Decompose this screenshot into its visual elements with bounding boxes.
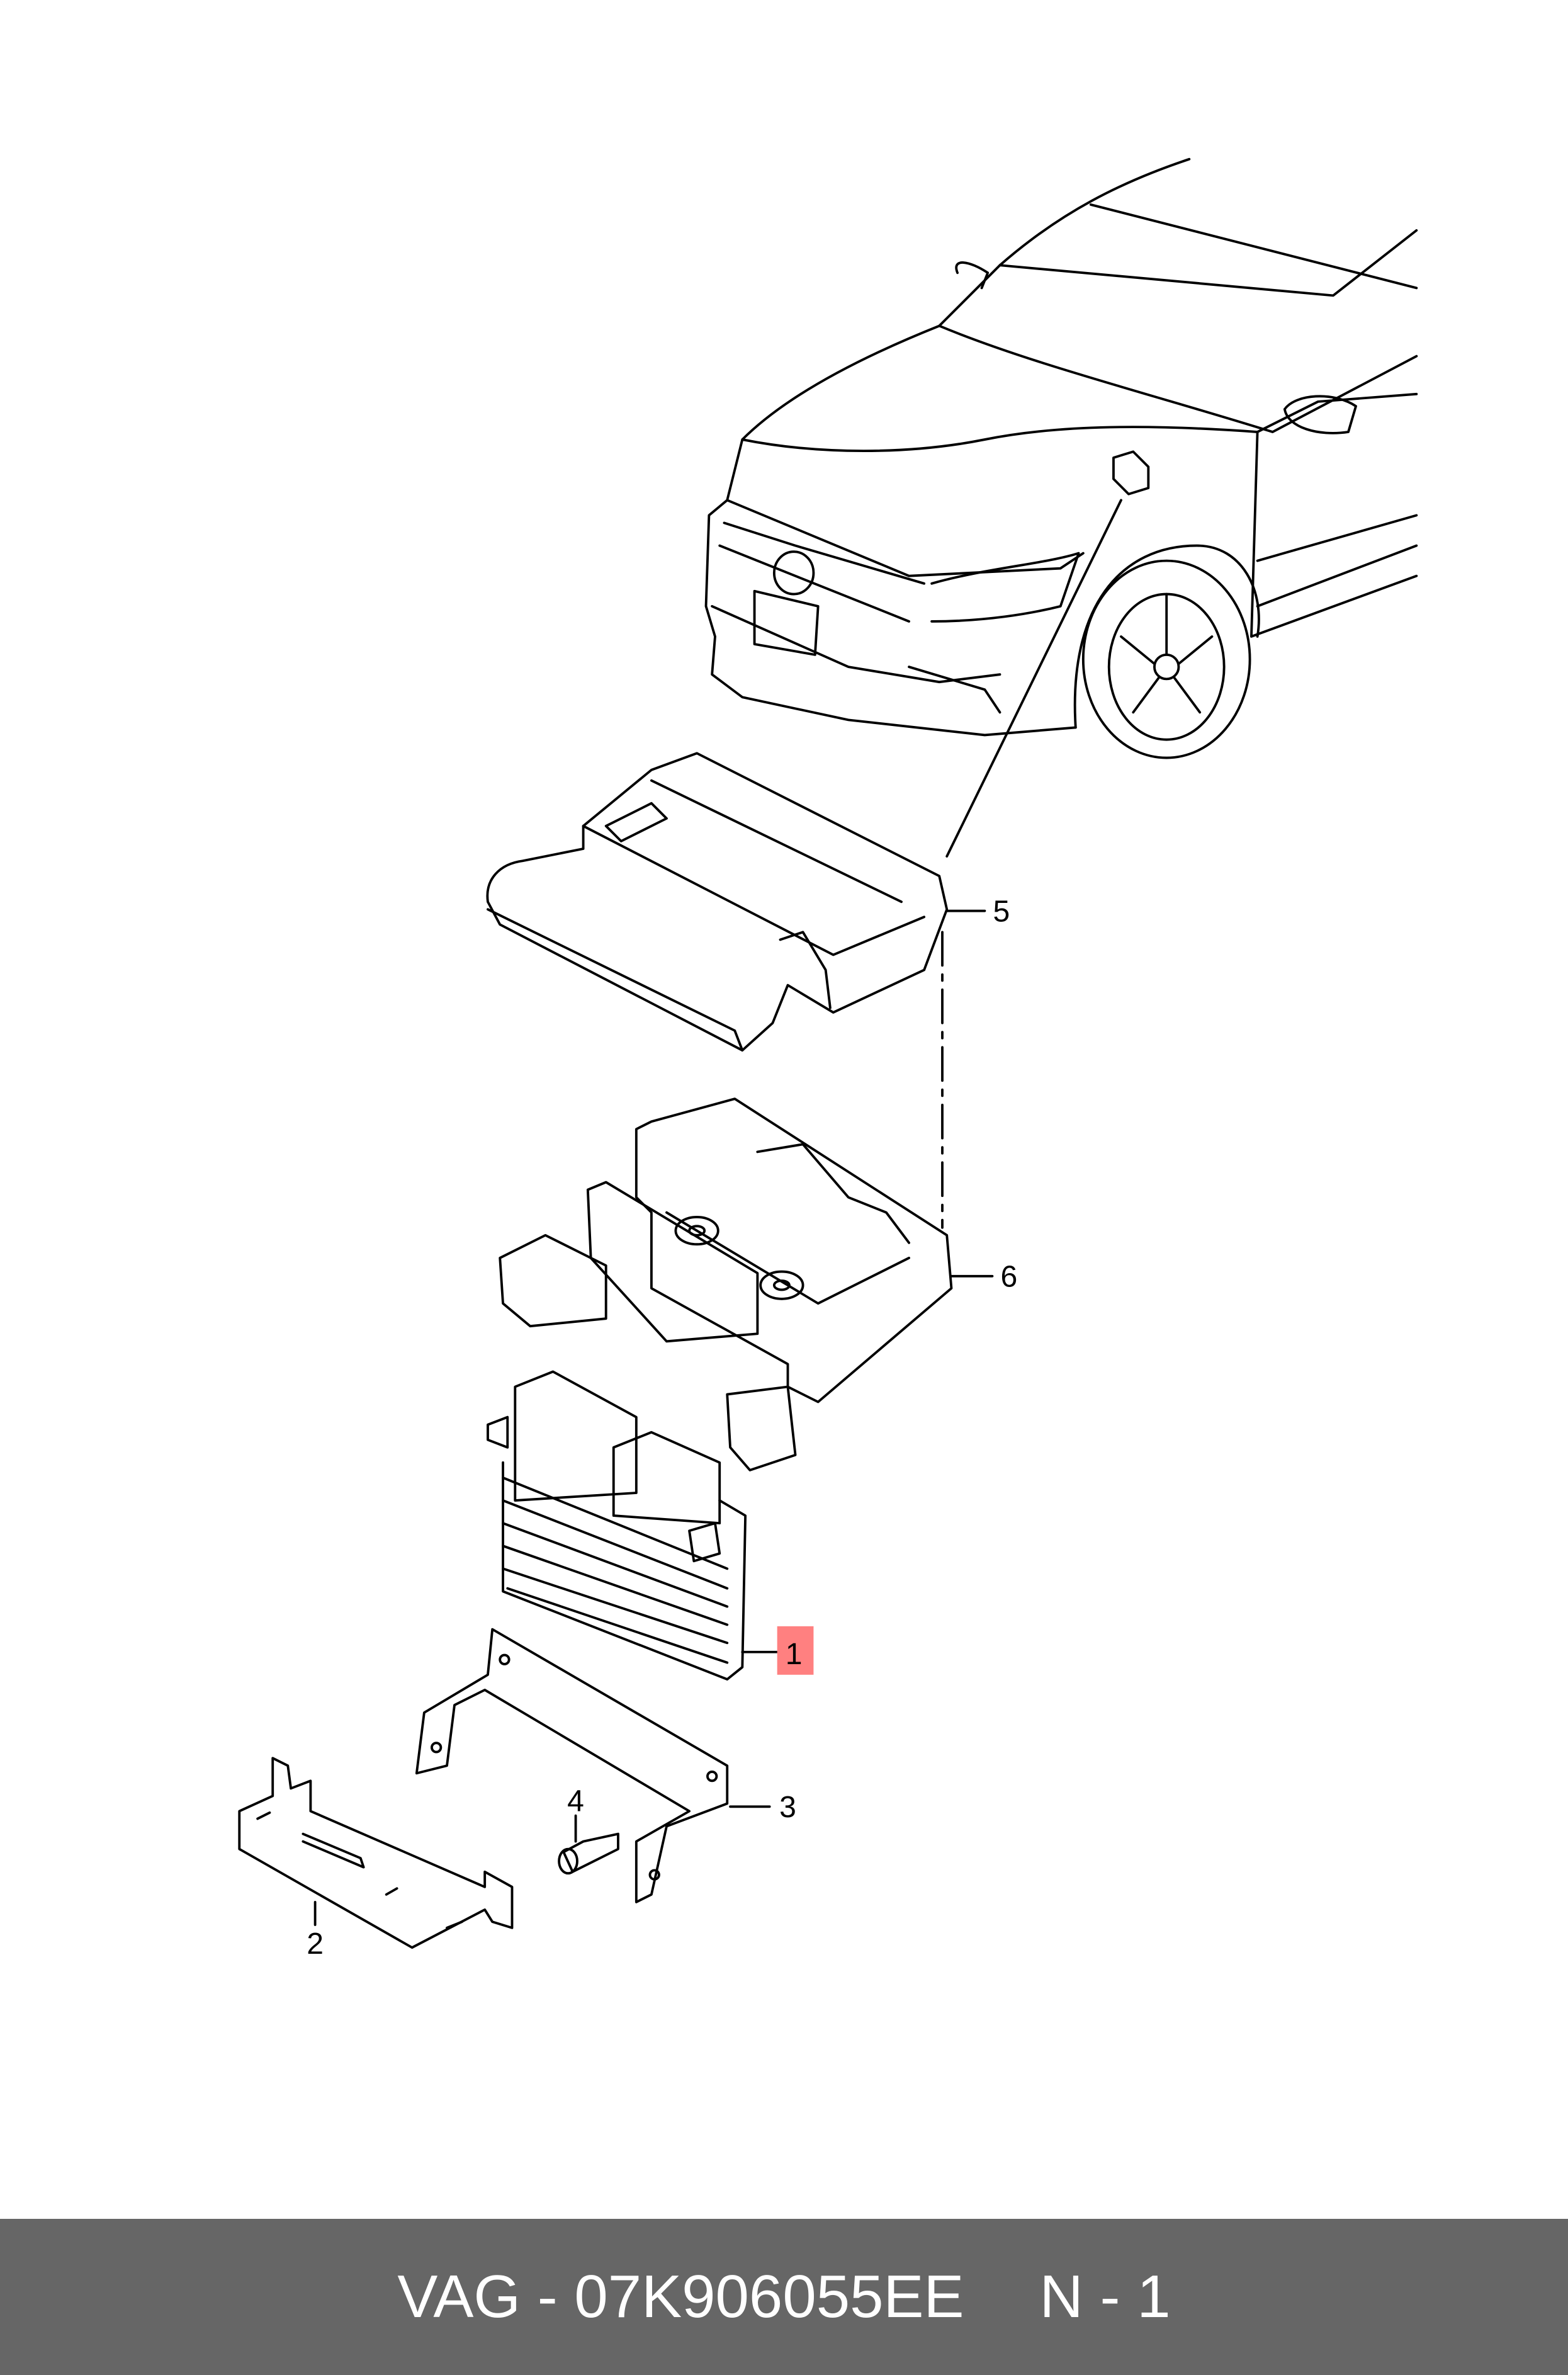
part-2-bracket: [238, 1757, 514, 1949]
callout-6[interactable]: 6: [1001, 1260, 1018, 1294]
callout-3[interactable]: 3: [779, 1790, 796, 1824]
part-5-cover: [486, 752, 986, 1229]
part-number: VAG - 07K906055EE: [397, 2263, 964, 2330]
diagram-position: N - 1: [1039, 2263, 1171, 2330]
callout-5[interactable]: 5: [993, 895, 1010, 929]
callout-4[interactable]: 4: [567, 1784, 584, 1818]
callout-1-highlight: [777, 1626, 814, 1675]
vw-logo-icon: [772, 550, 815, 596]
callout-1[interactable]: 1: [786, 1637, 803, 1671]
footer-bar: VAG - 07K906055EE N - 1: [0, 2219, 1568, 2375]
parts-diagram: 1 2 3 4 5 6: [238, 157, 1418, 1961]
car-illustration: [704, 157, 1418, 858]
part-3-bracket: [415, 1628, 771, 1903]
part-6-tray: [499, 1097, 994, 1471]
location-marker-icon: [1112, 450, 1150, 496]
license-plate-area: [753, 589, 820, 656]
part-1-control-unit: [487, 1370, 779, 1681]
callout-2[interactable]: 2: [307, 1927, 324, 1961]
part-4-bolt: [558, 1814, 619, 1875]
